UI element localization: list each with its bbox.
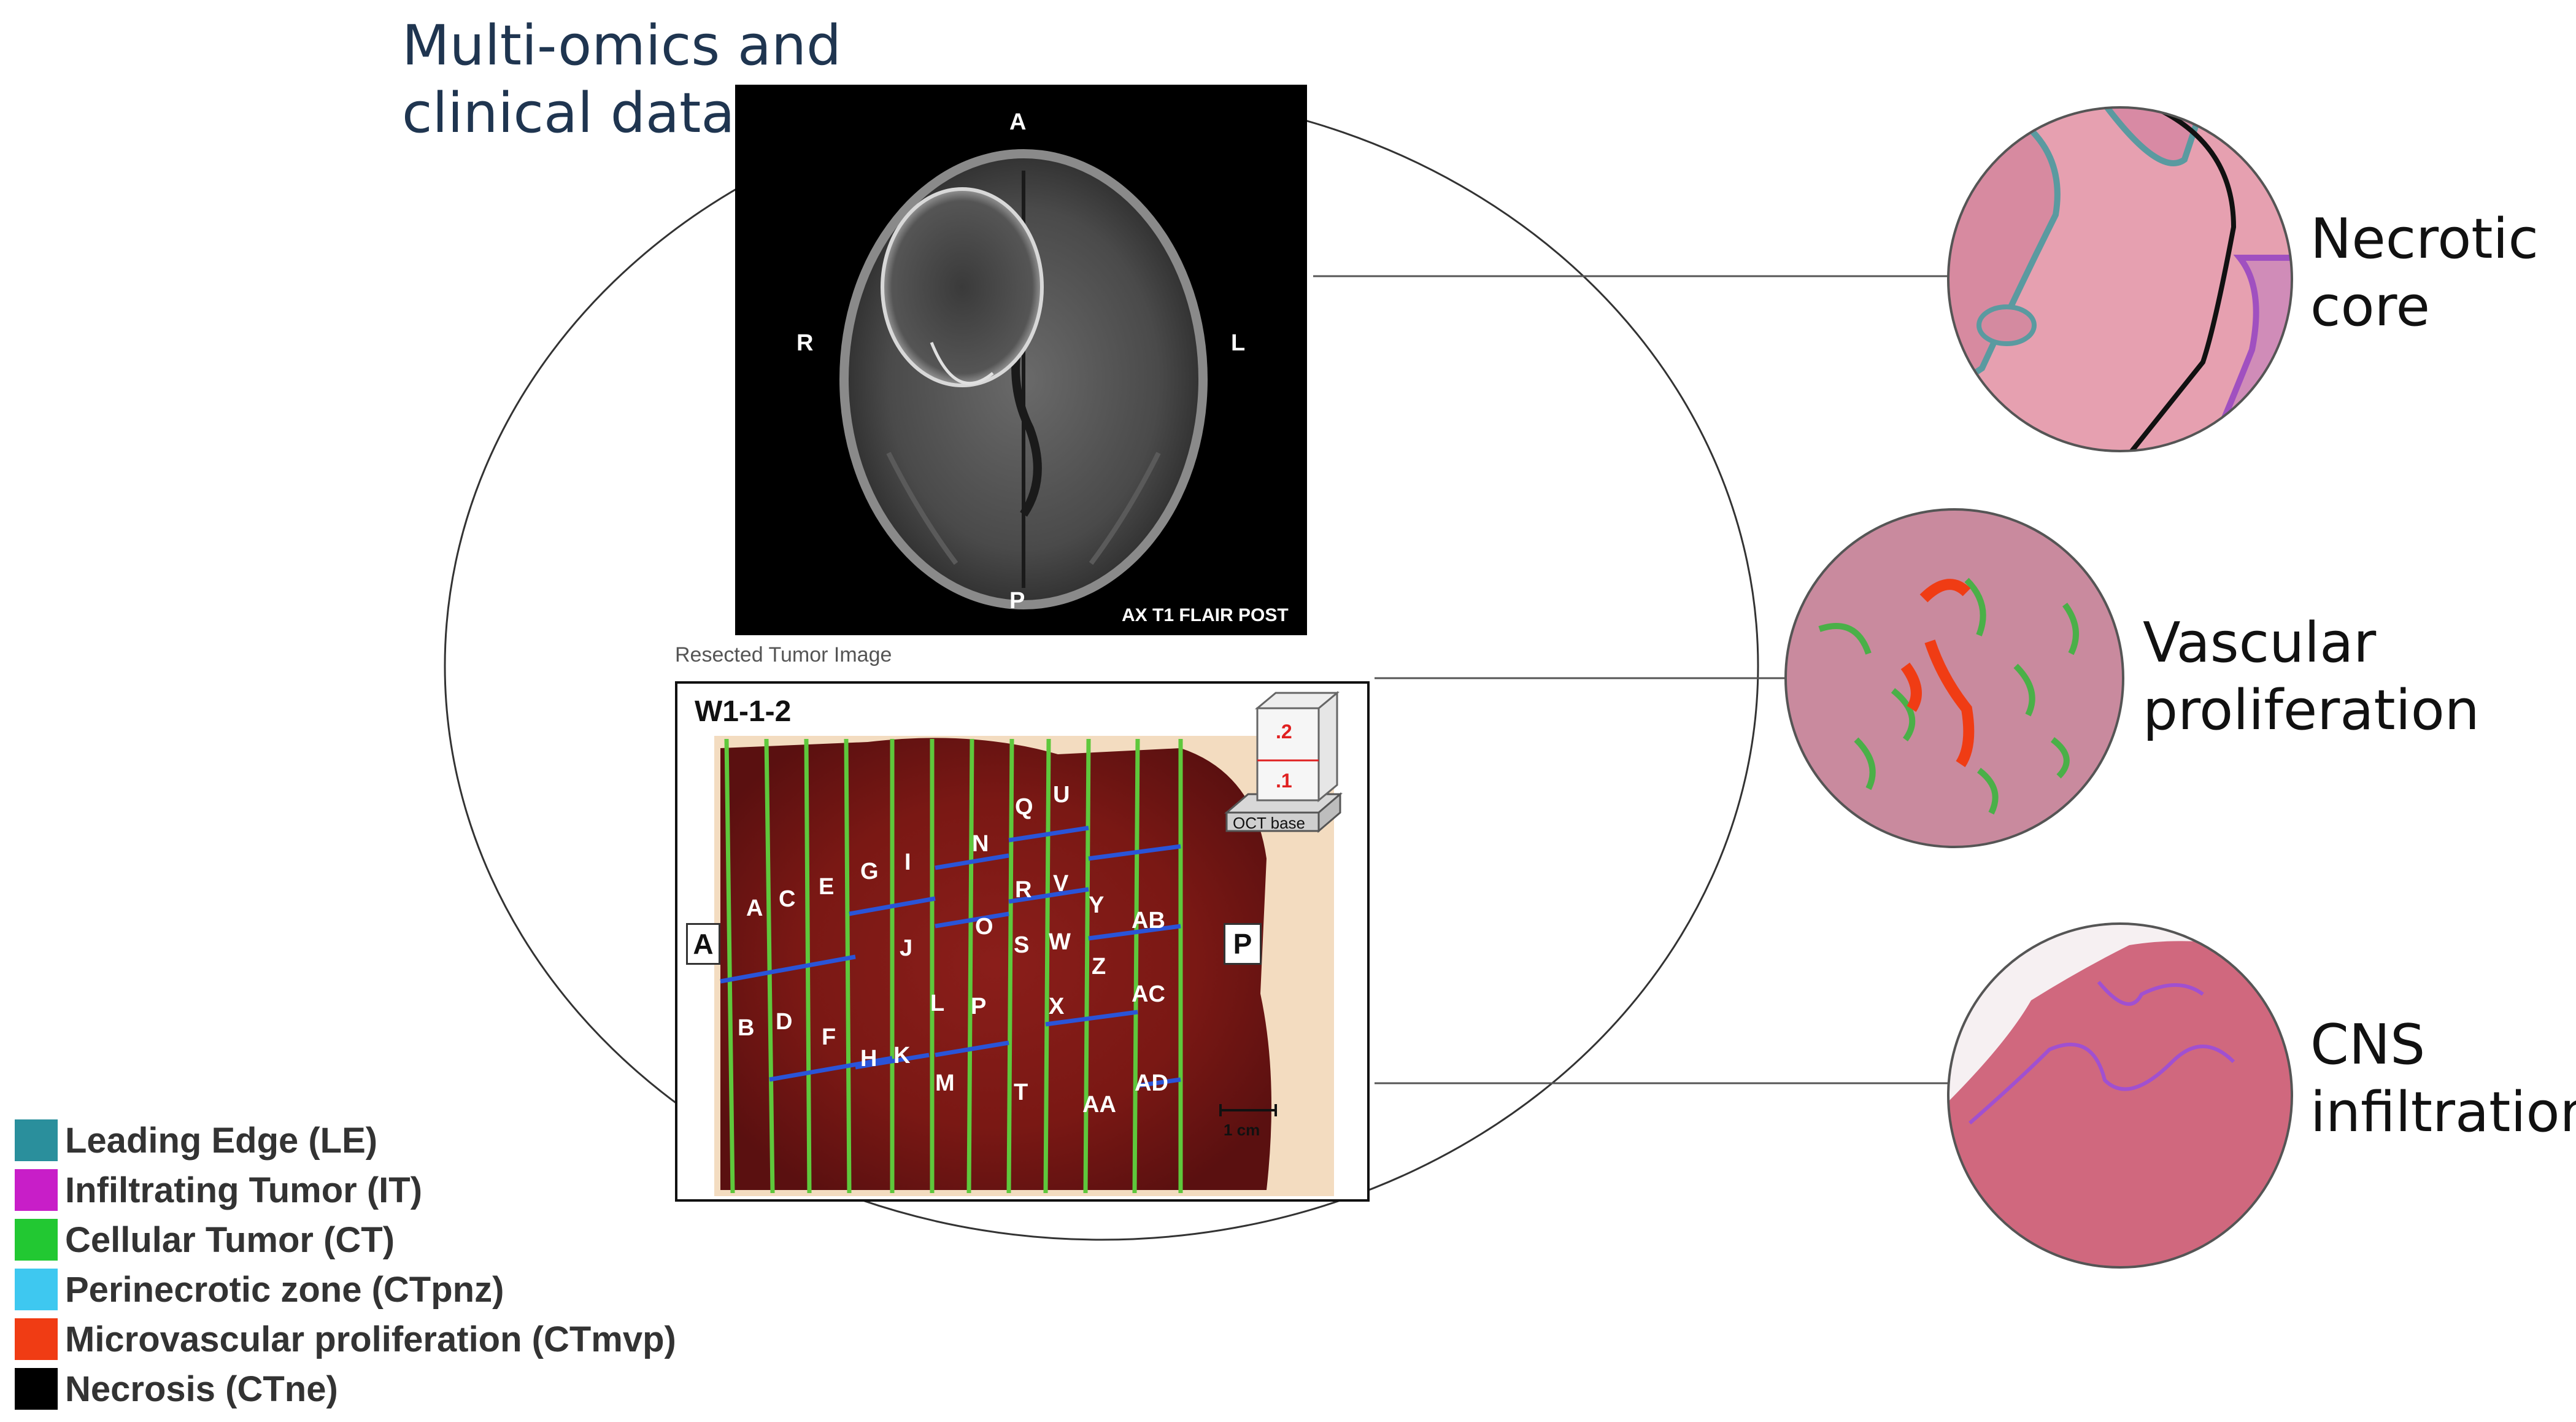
histology-necrotic: [1947, 106, 2293, 452]
legend-label: Leading Edge (LE): [65, 1120, 378, 1161]
grid-letter: AC: [1132, 981, 1165, 1007]
grid-letter: C: [779, 886, 796, 912]
grid-letter: AA: [1082, 1092, 1116, 1118]
legend-item: Cellular Tumor (CT): [15, 1218, 395, 1261]
callout-line-1: CNS: [2310, 1013, 2426, 1077]
grid-letter: B: [738, 1015, 755, 1041]
legend: Leading Edge (LE) Infiltrating Tumor (IT…: [0, 0, 736, 1422]
section-title: Multi-omics and clinical data: [402, 12, 841, 147]
callout-vascular-proliferation: Vascular proliferation: [2143, 609, 2480, 744]
callout-line-2: infiltration: [2310, 1080, 2576, 1145]
grid-letter: T: [1014, 1080, 1028, 1105]
grid-letter: I: [904, 849, 911, 875]
callout-line-1: Vascular: [2143, 611, 2377, 675]
grid-letter: W: [1049, 929, 1071, 955]
grid-letter: J: [900, 935, 913, 961]
callout-line-2: proliferation: [2143, 678, 2480, 743]
grid-letter: AB: [1132, 908, 1165, 933]
mri-orientation-top: A: [1009, 109, 1027, 135]
title-line-2: clinical data: [402, 81, 735, 145]
grid-letter: Y: [1089, 892, 1105, 918]
grid-letter: U: [1053, 782, 1070, 808]
grid-letter: AD: [1135, 1070, 1168, 1096]
grid-letter: G: [860, 859, 879, 884]
brain-mri-image: [839, 149, 1208, 609]
legend-label: Perinecrotic zone (CTpnz): [65, 1269, 504, 1310]
block-label-bottom: .1: [1276, 770, 1292, 792]
block-label-top: .2: [1276, 721, 1292, 743]
mri-orientation-right: L: [1231, 330, 1246, 356]
grid-letter: D: [776, 1009, 793, 1035]
grid-letter: H: [860, 1046, 877, 1072]
callout-necrotic-core: Necrotic core: [2310, 206, 2539, 341]
mri-sequence-label: AX T1 FLAIR POST: [1122, 605, 1289, 625]
oct-block-diagram: [1224, 690, 1343, 833]
block-label-base: OCT base: [1233, 814, 1306, 832]
grid-letter: R: [1015, 877, 1032, 903]
callout-cns-infiltration: CNS infiltration: [2310, 1011, 2576, 1146]
resection-side-right: P: [1224, 923, 1262, 965]
legend-swatch: [15, 1119, 58, 1161]
histology-cns: [1947, 922, 2293, 1269]
legend-label: Necrosis (CTne): [65, 1369, 338, 1409]
grid-letter: E: [819, 874, 835, 900]
legend-label: Cellular Tumor (CT): [65, 1219, 395, 1260]
grid-letter: K: [893, 1043, 911, 1068]
histology-vascular: [1784, 508, 2124, 848]
grid-letter: L: [930, 991, 945, 1016]
grid-letter: Z: [1092, 954, 1106, 980]
callout-line-1: Necrotic: [2310, 207, 2539, 271]
legend-label: Microvascular proliferation (CTmvp): [65, 1319, 676, 1359]
resection-sample-id: W1-1-2: [695, 695, 792, 728]
grid-letter: M: [935, 1070, 955, 1096]
legend-label: Infiltrating Tumor (IT): [65, 1170, 423, 1210]
legend-item: Perinecrotic zone (CTpnz): [15, 1268, 504, 1311]
legend-item: Leading Edge (LE): [15, 1119, 377, 1162]
grid-letter: V: [1053, 871, 1069, 897]
legend-swatch: [15, 1318, 58, 1360]
legend-item: Microvascular proliferation (CTmvp): [15, 1318, 676, 1361]
legend-item: Necrosis (CTne): [15, 1367, 338, 1410]
legend-swatch: [15, 1169, 58, 1211]
grid-letter: O: [975, 914, 993, 940]
legend-item: Infiltrating Tumor (IT): [15, 1169, 422, 1211]
grid-letter: F: [822, 1024, 836, 1050]
resection-side-left: A: [686, 923, 720, 965]
legend-swatch: [15, 1368, 58, 1410]
legend-swatch: [15, 1269, 58, 1310]
mri-orientation-left: R: [796, 330, 814, 356]
callout-line-2: core: [2310, 274, 2430, 339]
grid-letter: P: [971, 994, 987, 1019]
scale-bar: [1219, 1104, 1277, 1116]
legend-swatch: [15, 1219, 58, 1261]
mri-panel: A P R L AX T1 FLAIR POST: [735, 85, 1307, 635]
grid-letter: X: [1049, 994, 1065, 1019]
title-line-1: Multi-omics and: [402, 14, 842, 78]
scale-bar-label: 1 cm: [1224, 1121, 1260, 1139]
grid-letter: A: [746, 895, 763, 921]
resection-caption: Resected Tumor Image: [675, 643, 892, 667]
grid-letter: N: [972, 831, 989, 857]
resection-panel: W1-1-2: [675, 681, 1370, 1202]
grid-letter: S: [1014, 932, 1030, 958]
grid-letter: Q: [1015, 794, 1033, 820]
mri-orientation-bottom: P: [1009, 588, 1025, 614]
